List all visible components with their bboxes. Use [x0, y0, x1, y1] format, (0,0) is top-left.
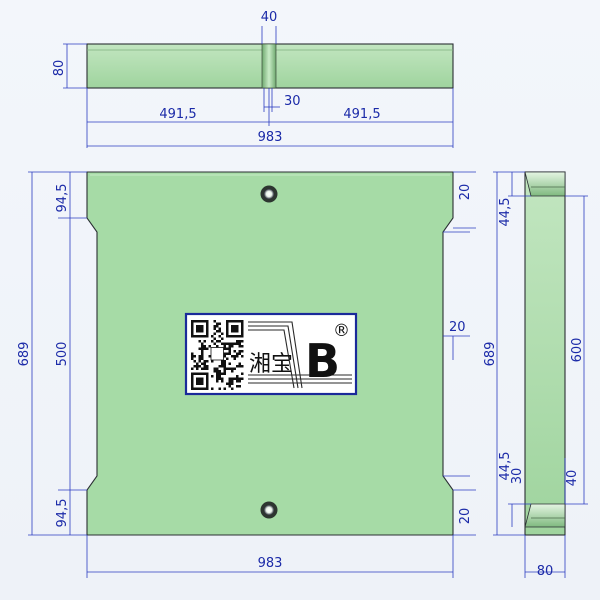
side-bottom-label-1: 44,5 — [498, 452, 513, 481]
front-right-bottom-label: 20 — [458, 508, 473, 525]
side-overall-height-label: 689 — [483, 342, 498, 367]
top-view-slot-bottom-label: 30 — [284, 94, 301, 109]
front-left-top-label: 94,5 — [55, 184, 70, 213]
top-hole — [260, 185, 278, 203]
front-width-label: 983 — [258, 556, 283, 571]
bottom-hole — [260, 501, 278, 519]
front-view: 94,5 500 94,5 689 20 20 20 983 — [17, 171, 476, 578]
front-overall-height-label: 689 — [17, 342, 32, 367]
top-view: 80 40 30 491,5 491,5 983 — [52, 10, 454, 148]
brand-label: 湘宝 B ® — [184, 312, 358, 396]
brand-swoosh — [248, 321, 352, 389]
registered-mark: ® — [333, 321, 350, 341]
top-view-half-right-label: 491,5 — [343, 107, 380, 122]
top-view-half-left-label: 491,5 — [159, 107, 196, 122]
qr-code — [190, 318, 244, 390]
top-view-height-label: 80 — [52, 60, 67, 77]
front-right-mid-label: 20 — [449, 320, 466, 335]
side-bottom-label-2: 30 — [510, 468, 525, 485]
brand-chinese-text: 湘宝 — [249, 352, 293, 377]
front-right-top-label: 20 — [458, 184, 473, 201]
side-bottom-label-3: 40 — [565, 470, 580, 487]
top-view-slot — [261, 43, 277, 89]
brand-letter: B — [305, 334, 340, 388]
side-view-plate — [524, 171, 566, 536]
top-view-total-width-label: 983 — [258, 130, 283, 145]
top-view-slot-width-label: 40 — [261, 10, 278, 25]
front-left-bottom-label: 94,5 — [55, 499, 70, 528]
side-top-bevel — [524, 171, 566, 197]
side-top-label: 44,5 — [498, 198, 513, 227]
side-mid-label: 600 — [570, 338, 585, 363]
side-bottom-bevel — [524, 503, 566, 528]
front-left-mid-label: 500 — [55, 342, 70, 367]
side-width-label: 80 — [537, 564, 554, 579]
side-view: 689 44,5 44,5 30 600 40 80 — [483, 171, 588, 579]
